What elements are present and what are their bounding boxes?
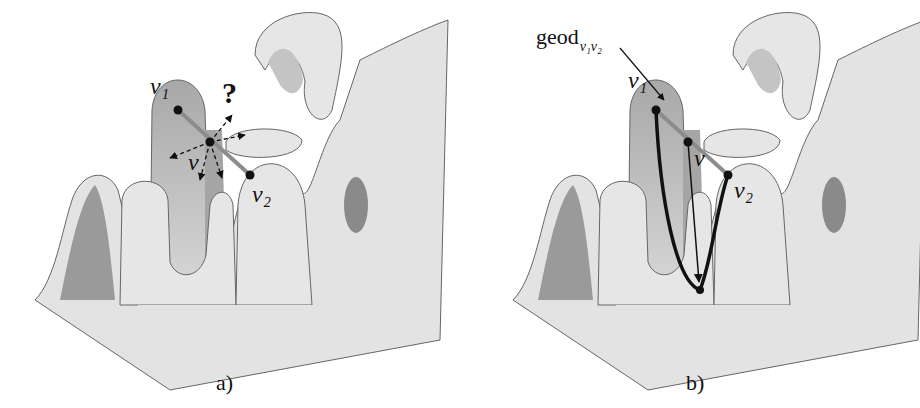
point-label: v₁ bbox=[628, 68, 647, 92]
point-label: v₁ bbox=[150, 74, 169, 98]
geodesic-label: geod bbox=[536, 26, 579, 48]
geodesic-subscript: v₁v₂ bbox=[580, 40, 602, 54]
point-label: v₂ bbox=[252, 182, 271, 206]
point-label: v bbox=[694, 146, 705, 170]
point-label: v₂ bbox=[734, 178, 753, 202]
point-label: v bbox=[188, 150, 199, 174]
question-mark: ? bbox=[222, 78, 237, 108]
panel-letter: a) bbox=[216, 372, 233, 394]
panel-letter: b) bbox=[686, 372, 704, 394]
